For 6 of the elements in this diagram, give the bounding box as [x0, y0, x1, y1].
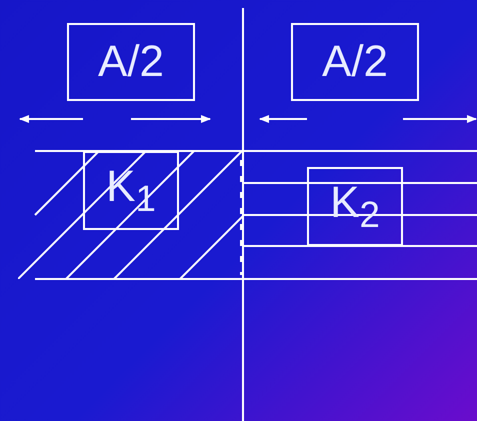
label-box: [83, 151, 179, 230]
label-box: [291, 23, 419, 101]
label-box: [307, 167, 403, 246]
label-box: [67, 23, 195, 101]
symbol-label: A/2: [98, 37, 164, 87]
symbol-label: A/2: [322, 37, 388, 87]
